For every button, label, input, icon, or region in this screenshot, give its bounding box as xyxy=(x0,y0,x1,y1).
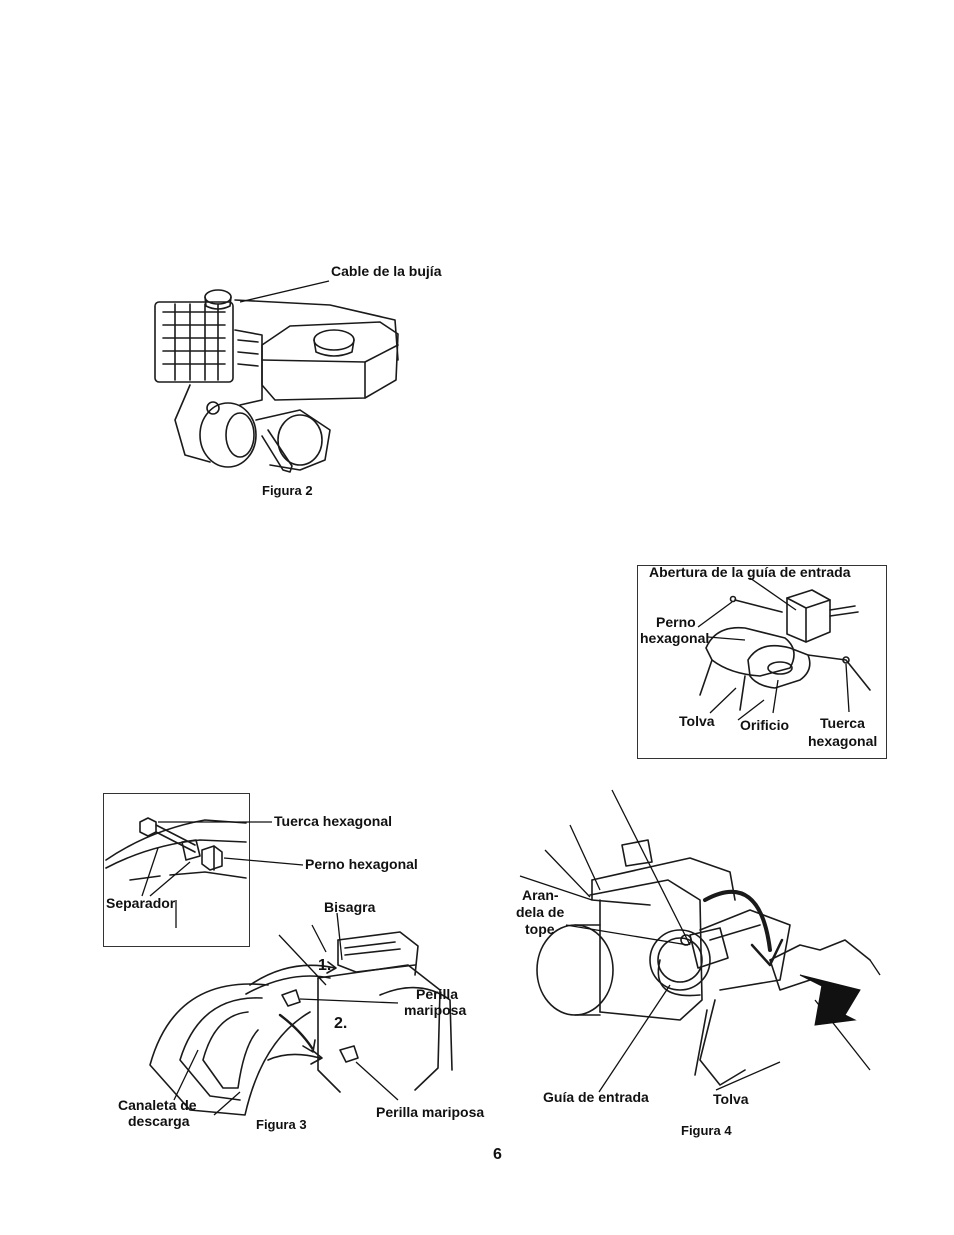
entry-guide-label: Guía de entrada xyxy=(543,1089,649,1106)
figure-4-caption: Figura 4 xyxy=(681,1122,732,1139)
stop-washer-label-line3: tope xyxy=(525,921,555,938)
stop-washer-label-line1: Aran- xyxy=(522,887,559,904)
stop-washer-label-line2: dela de xyxy=(516,904,564,921)
page-number: 6 xyxy=(493,1146,502,1164)
figure-4-hopper-label: Tolva xyxy=(713,1091,749,1108)
